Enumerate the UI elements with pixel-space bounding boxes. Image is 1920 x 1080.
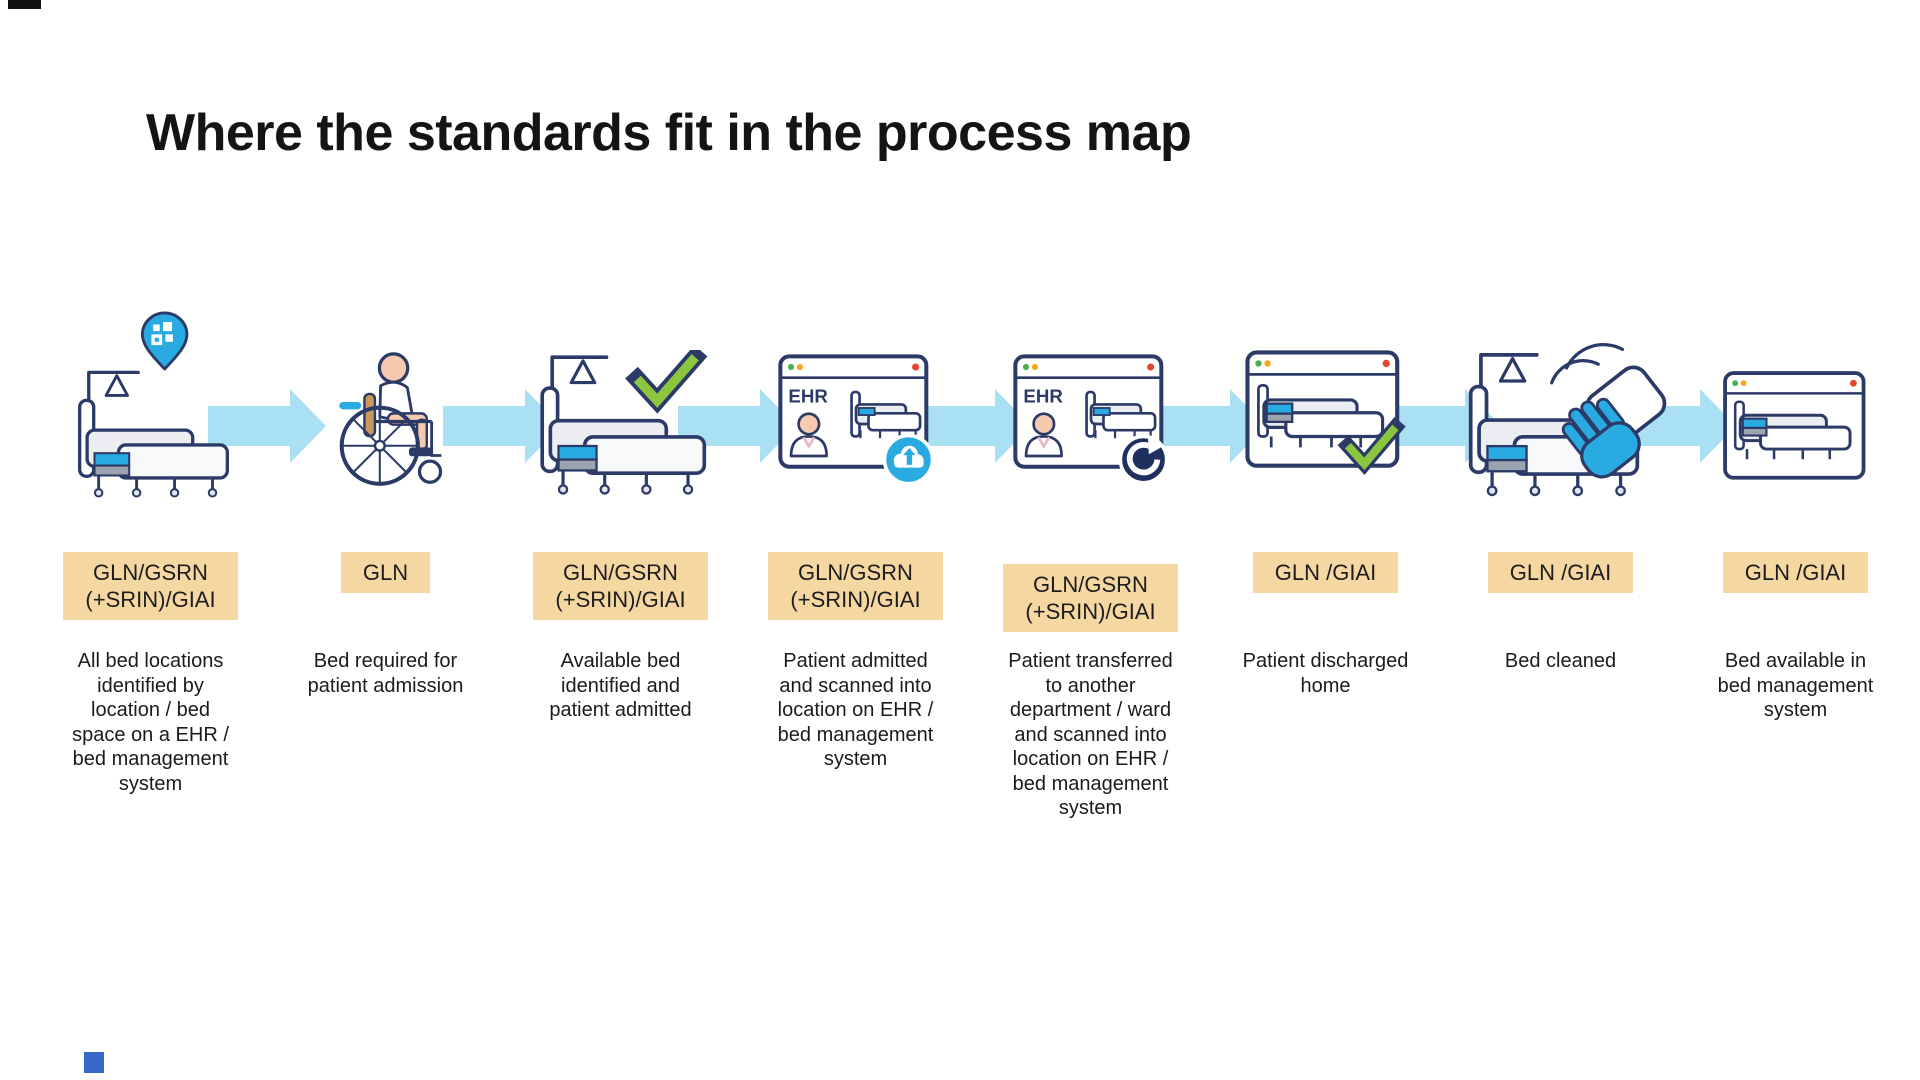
hospital-bed — [539, 355, 706, 495]
check-icon — [624, 350, 707, 414]
hospital-bed — [77, 370, 229, 498]
wheelchair-patient-icon — [338, 352, 442, 486]
decorative-square — [84, 1052, 104, 1073]
svg-text:EHR: EHR — [788, 385, 828, 406]
mini-bed — [1733, 400, 1852, 459]
cleaning-glove-icon — [1561, 398, 1641, 479]
step-description: Patient discharged home — [1242, 650, 1409, 697]
step-description: All bed locations identified by location… — [72, 650, 229, 795]
step-description: Bed required for patient admission — [307, 650, 464, 697]
standard-badge: GLN/GSRN (+SRIN)/GIAI — [1003, 564, 1178, 632]
step-description: Bed available in bed management system — [1717, 650, 1874, 721]
bed-available-check-icon — [539, 350, 707, 495]
ehr-cloud-upload-icon: EHR — [777, 354, 934, 486]
standard-badge: GLN/GSRN (+SRIN)/GIAI — [768, 552, 943, 620]
process-step-4: EHR GLN/GSRN (+SRIN)/G — [738, 310, 973, 772]
process-step-6: GLN /GIAI Patient discharged home — [1208, 310, 1443, 698]
motion-arc — [1564, 343, 1624, 370]
process-step-1: GLN/GSRN (+SRIN)/GIAI All bed locations … — [33, 310, 268, 796]
step-description: Bed cleaned — [1504, 650, 1617, 672]
process-step-3: GLN/GSRN (+SRIN)/GIAI Available bed iden… — [503, 310, 738, 723]
process-step-2: GLN Bed required for patient admission — [268, 310, 503, 698]
refresh-icon — [1118, 434, 1168, 485]
standard-badge: GLN/GSRN (+SRIN)/GIAI — [533, 552, 708, 620]
step-description: Available bed identified and patient adm… — [549, 650, 692, 721]
bed-cleaning-icon — [1468, 343, 1666, 497]
page-title: Where the standards fit in the process m… — [146, 103, 1192, 162]
standard-badge: GLN /GIAI — [1722, 552, 1869, 593]
mini-bed — [849, 390, 921, 438]
standard-badge: GLN /GIAI — [1487, 552, 1634, 593]
bed-system-check-icon — [1244, 350, 1406, 476]
process-step-7: GLN /GIAI Bed cleaned — [1443, 310, 1678, 674]
bed-location-pin-icon — [77, 311, 229, 498]
mini-bed — [1084, 390, 1156, 438]
location-pin-icon — [140, 311, 189, 371]
cloud-upload-icon — [882, 433, 934, 486]
mini-bed — [1256, 384, 1384, 448]
standard-badge: GLN — [340, 552, 431, 593]
flow-arrow — [208, 389, 326, 463]
check-icon — [1337, 417, 1406, 476]
standard-badge: GLN /GIAI — [1252, 552, 1399, 593]
step-description: Patient admitted and scanned into locati… — [777, 650, 934, 770]
step-description: Patient transferred to another departmen… — [1008, 650, 1173, 819]
corner-mark — [8, 0, 41, 9]
svg-text:EHR: EHR — [1023, 385, 1063, 406]
ehr-transfer-refresh-icon: EHR — [1012, 354, 1168, 485]
process-step-5: EHR GLN/GSRN (+SRIN)/GIAI Pat — [973, 310, 1208, 821]
standard-badge: GLN/GSRN (+SRIN)/GIAI — [63, 552, 238, 620]
bed-management-window-icon — [1722, 370, 1865, 480]
arrow-head-icon — [290, 389, 326, 463]
process-step-8: GLN /GIAI Bed available in bed managemen… — [1678, 310, 1913, 723]
motion-arc — [1549, 359, 1600, 385]
